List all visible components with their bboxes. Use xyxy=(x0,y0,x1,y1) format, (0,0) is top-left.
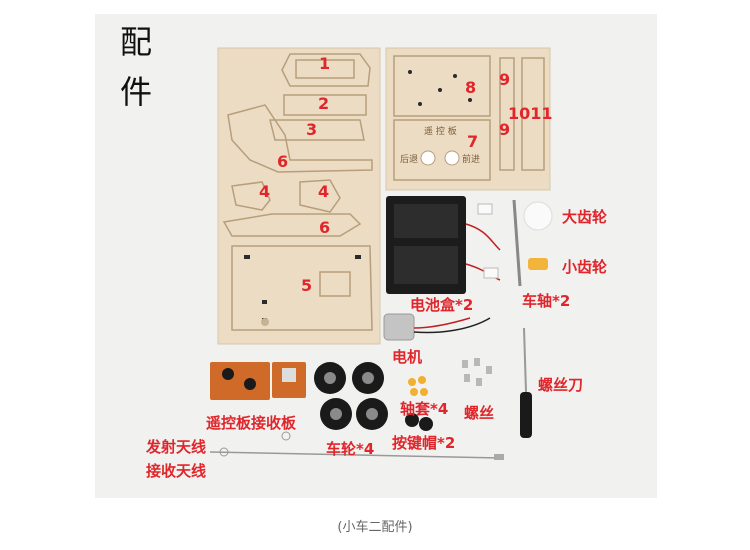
bushings xyxy=(408,376,428,396)
label-motor: 电机 xyxy=(392,348,423,366)
part-number-7: 7 xyxy=(467,132,479,151)
board-engraving-forward: 前进 xyxy=(462,155,481,165)
part-4-left xyxy=(231,181,271,211)
wheels xyxy=(314,362,388,430)
small-gear xyxy=(528,258,548,270)
part-number-6a: 6 xyxy=(277,152,289,171)
part-6-upper xyxy=(227,104,373,173)
title-line-2: 件 xyxy=(120,73,153,111)
part-7-outline xyxy=(393,119,491,181)
part-number-10-11: 1011 xyxy=(508,104,553,123)
part-number-6b: 6 xyxy=(319,218,331,237)
label-bushing: 轴套*4 xyxy=(400,400,449,418)
antenna xyxy=(209,451,501,459)
label-battery-box: 电池盒*2 xyxy=(410,296,474,314)
part-number-9a: 9 xyxy=(499,70,511,89)
part-6-lower xyxy=(222,213,362,237)
wood-board-left xyxy=(217,47,381,345)
part-number-3: 3 xyxy=(306,120,318,139)
label-axle: 车轴*2 xyxy=(522,292,571,310)
part-number-8: 8 xyxy=(465,78,477,97)
label-button-caps: 按键帽*2 xyxy=(392,434,456,452)
big-gear xyxy=(523,201,553,231)
label-small-gear: 小齿轮 xyxy=(562,258,608,276)
label-screwdriver: 螺丝刀 xyxy=(538,376,584,394)
part-8-outline xyxy=(393,55,491,117)
label-wheels: 车轮*4 xyxy=(326,440,375,458)
part-number-9b: 9 xyxy=(499,120,511,139)
button-cap xyxy=(405,413,419,427)
screws xyxy=(462,358,492,386)
part-4-right xyxy=(299,179,341,213)
axle xyxy=(512,199,522,287)
remote-board xyxy=(210,362,270,400)
label-screws: 螺丝 xyxy=(464,404,495,422)
image-caption: (小车二配件) xyxy=(337,520,413,535)
label-big-gear: 大齿轮 xyxy=(562,208,608,226)
label-rx-antenna: 接收天线 xyxy=(146,462,207,480)
part-number-1: 1 xyxy=(319,54,331,73)
part-number-2: 2 xyxy=(318,94,330,113)
motor xyxy=(383,313,415,341)
board-engraving-remote: 遥 控 板 xyxy=(424,127,457,137)
part-2-outline xyxy=(283,94,367,116)
label-remote-receiver: 遥控板接收板 xyxy=(206,414,297,432)
part-number-5: 5 xyxy=(301,276,313,295)
title-line-1: 配 xyxy=(120,23,153,61)
part-number-4a: 4 xyxy=(259,182,271,201)
part-number-4b: 4 xyxy=(318,182,330,201)
label-tx-antenna: 发射天线 xyxy=(146,438,207,456)
screwdriver xyxy=(520,392,532,438)
board-engraving-back: 后退 xyxy=(400,155,419,165)
part-3-outline xyxy=(269,119,365,141)
part-1-outline xyxy=(281,53,371,87)
part-5-outline xyxy=(231,245,373,331)
